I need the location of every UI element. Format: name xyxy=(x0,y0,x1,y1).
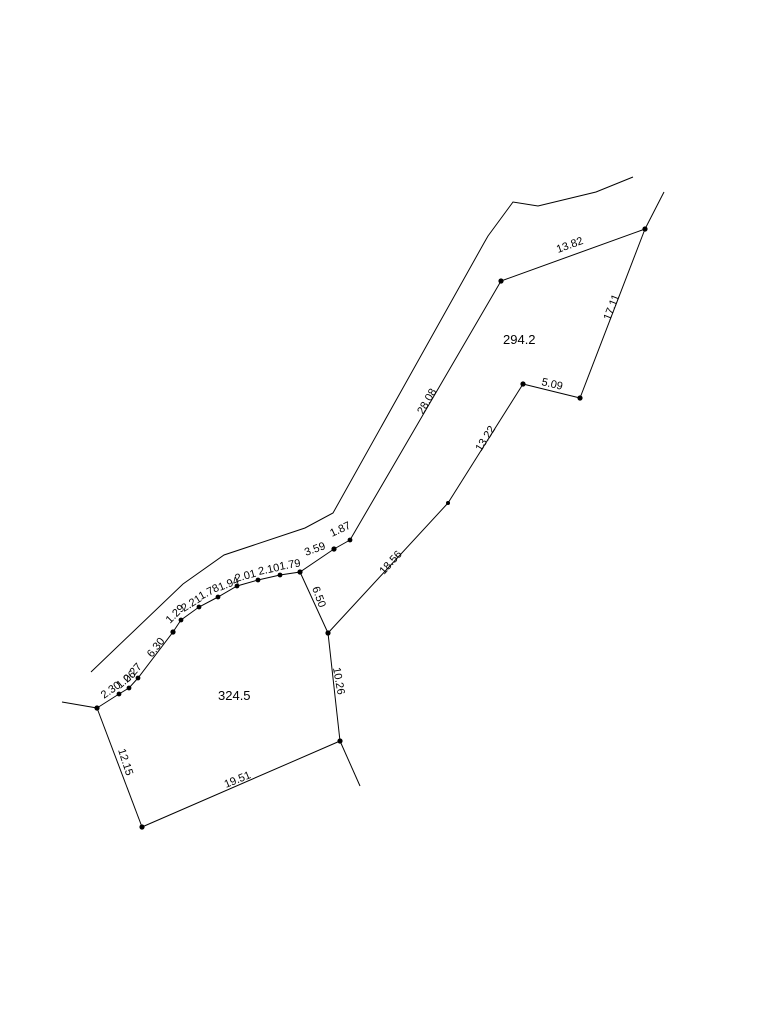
dim-seg-179: 1.79 xyxy=(278,557,301,573)
vertex xyxy=(446,501,450,505)
dim-seg-201: 2.01 xyxy=(234,568,258,585)
vertex xyxy=(277,572,283,578)
lower-right-edge xyxy=(327,632,341,742)
vertex xyxy=(337,738,343,744)
vertex xyxy=(139,824,145,830)
dim-upper-diag: 13.22 xyxy=(473,424,498,454)
lower-bottom-edge xyxy=(141,740,341,828)
vertex xyxy=(331,546,337,552)
dim-short-north: 1.87 xyxy=(328,520,352,540)
vertex xyxy=(178,617,184,623)
road-edge-west-stub xyxy=(61,701,98,709)
vertex xyxy=(234,583,240,589)
road-edge-spur xyxy=(644,191,665,230)
vertex xyxy=(126,685,132,691)
vertex xyxy=(94,705,100,711)
upper-right-edge xyxy=(579,228,646,399)
dim-lower-left: 12.15 xyxy=(115,747,135,777)
vertex xyxy=(170,629,176,635)
dim-upper-step: 5.09 xyxy=(540,376,564,393)
vertex xyxy=(215,594,221,600)
vertex xyxy=(520,381,526,387)
vertex xyxy=(255,577,261,583)
shared-diag-edge xyxy=(327,502,449,634)
upper-diag-edge xyxy=(447,383,524,504)
area-label-lower: 324.5 xyxy=(218,688,251,703)
dim-seg-210: 2.10 xyxy=(257,562,280,578)
vertex xyxy=(297,569,303,575)
vertex xyxy=(498,278,504,284)
area-label-upper: 294.2 xyxy=(503,332,536,347)
dim-lower-bottom: 19.51 xyxy=(223,769,253,790)
dim-upper-left-long: 28.08 xyxy=(415,387,439,417)
dim-shared-diag: 18.56 xyxy=(377,549,404,577)
vertex xyxy=(577,395,583,401)
vertex xyxy=(347,537,353,543)
dim-seg-630: 6.30 xyxy=(145,636,168,660)
boundary-vertices xyxy=(94,226,648,830)
curved-frontage xyxy=(96,539,351,709)
upper-step-edge xyxy=(522,383,581,399)
road-edge-south-stub xyxy=(339,740,361,787)
vertex xyxy=(116,691,122,697)
upper-top-edge xyxy=(500,228,646,282)
vertex xyxy=(325,630,331,636)
upper-left-long-edge xyxy=(349,280,502,541)
lower-mid-edge xyxy=(299,571,329,634)
dim-seg-027: 0.27 xyxy=(121,661,144,685)
lower-left-edge xyxy=(96,707,143,828)
vertex xyxy=(196,604,202,610)
vertex xyxy=(642,226,648,232)
dim-upper-right: 17.11 xyxy=(602,293,623,322)
road-edge-outer xyxy=(90,176,634,673)
dim-lower-right: 10.26 xyxy=(330,666,347,695)
vertex xyxy=(135,675,141,681)
